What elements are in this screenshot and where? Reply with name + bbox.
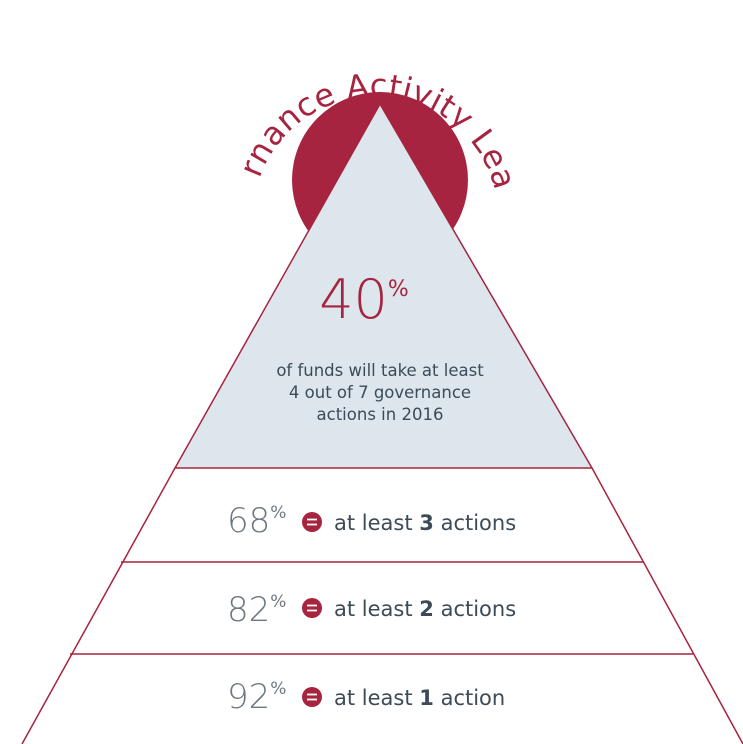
equals-icon <box>302 687 322 707</box>
tier-row-3: 92% at least 1 action <box>227 677 505 717</box>
equals-icon <box>302 598 322 618</box>
tier-2-percent: 82% <box>227 590 286 630</box>
tier-3-percent-value: 92 <box>227 677 270 717</box>
tier-2-count: 2 <box>419 597 434 621</box>
apex-description-line-1: of funds will take at least <box>276 361 484 380</box>
apex-percent: 40% <box>319 268 409 331</box>
tier-3-count: 1 <box>419 686 434 710</box>
equals-icon <box>302 512 322 532</box>
tier-2-label: at least 2 actions <box>334 597 516 621</box>
apex-description-line-2: 4 out of 7 governance <box>289 383 471 402</box>
tier-2-suffix: actions <box>441 597 517 621</box>
tier-2-percent-sign: % <box>270 592 286 612</box>
tier-3-suffix: action <box>441 686 506 710</box>
tier-row-2: 82% at least 2 actions <box>227 590 516 630</box>
tier-2-percent-value: 82 <box>227 590 270 630</box>
tier-1-percent-value: 68 <box>227 501 270 541</box>
tier-3-prefix: at least <box>334 686 413 710</box>
tier-2-prefix: at least <box>334 597 413 621</box>
tier-1-suffix: actions <box>441 511 517 535</box>
tier-3-label: at least 1 action <box>334 686 505 710</box>
tier-1-prefix: at least <box>334 511 413 535</box>
apex-percent-sign: % <box>388 277 409 302</box>
pyramid-right-edge <box>591 467 743 744</box>
tier-1-percent-sign: % <box>270 503 286 523</box>
tier-1-label: at least 3 actions <box>334 511 516 535</box>
apex-percent-value: 40 <box>319 268 388 331</box>
apex-section <box>173 102 594 469</box>
tier-row-1: 68% at least 3 actions <box>227 501 516 541</box>
apex-description-line-3: actions in 2016 <box>317 405 444 424</box>
tier-1-count: 3 <box>419 511 434 535</box>
tier-3-percent: 92% <box>227 677 286 717</box>
pyramid-left-edge <box>21 467 176 744</box>
tier-1-percent: 68% <box>227 501 286 541</box>
tier-3-percent-sign: % <box>270 679 286 699</box>
